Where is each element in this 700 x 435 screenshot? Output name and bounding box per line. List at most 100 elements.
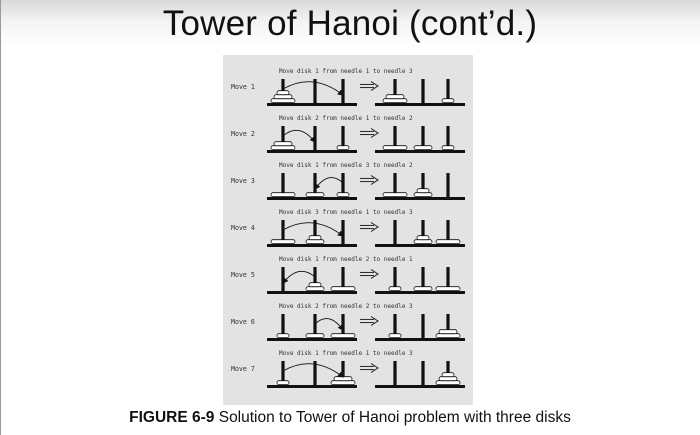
move-row: Move 4 Move disk 3 from needle 1 to needl…	[231, 209, 465, 247]
before-disk-2	[305, 239, 325, 245]
after-disk-2	[413, 286, 433, 292]
after-needle-3	[446, 173, 450, 197]
before-disk-2	[305, 192, 325, 198]
after-needle-2	[421, 79, 425, 103]
before-needle-3	[341, 126, 345, 150]
before-disk-3	[330, 286, 356, 292]
before-disk-1	[336, 192, 350, 198]
after-needle-1	[393, 314, 397, 338]
after-base	[375, 338, 465, 341]
after-disk-2	[413, 145, 433, 151]
move-caption: Move disk 2 from needle 1 to needle 2	[279, 115, 413, 122]
move-caption: Move disk 3 from needle 1 to needle 3	[279, 209, 413, 216]
before-disk-2	[273, 94, 293, 100]
transition-arrow-head	[370, 128, 379, 138]
figure-background	[223, 55, 473, 405]
figure-caption-text: Solution to Tower of Hanoi problem with …	[214, 409, 571, 426]
before-needle-2	[313, 361, 317, 385]
before-needle-1	[281, 220, 285, 244]
moves-group: Move 1 Move disk 1 from needle 1 to needl…	[231, 68, 465, 388]
move-label: Move 5	[231, 271, 255, 279]
after-base	[375, 385, 465, 388]
before-disk-3	[270, 192, 296, 198]
after-needle-1	[393, 361, 397, 385]
before-disk-2	[273, 141, 293, 147]
transition-arrow-head	[370, 81, 379, 91]
before-disk-1	[276, 90, 290, 96]
after-needle-1	[393, 79, 397, 103]
after-disk-3	[382, 98, 408, 104]
move-label: Move 1	[231, 83, 255, 91]
after-base	[375, 291, 465, 294]
before-needle-1	[281, 173, 285, 197]
before-disk-3	[270, 239, 296, 245]
after-disk-3	[435, 239, 461, 245]
before-base	[267, 150, 357, 153]
after-disk-1	[388, 333, 402, 339]
before-disk-2	[305, 333, 325, 339]
before-disk-1	[276, 333, 290, 339]
after-needle-2	[421, 126, 425, 150]
after-disk-3	[382, 145, 408, 151]
after-disk-3	[435, 286, 461, 292]
transition-arrow-head	[370, 316, 379, 326]
move-caption: Move disk 1 from needle 1 to needle 3	[279, 68, 413, 75]
after-base	[375, 244, 465, 247]
after-needle-1	[393, 220, 397, 244]
after-needle-3	[446, 126, 450, 150]
before-disk-1	[336, 145, 350, 151]
before-needle-2	[313, 267, 317, 291]
after-disk-1	[388, 286, 402, 292]
before-base	[267, 291, 357, 294]
before-base	[267, 244, 357, 247]
before-disk-2	[333, 376, 353, 382]
before-disk-1	[276, 380, 290, 386]
after-disk-1	[441, 145, 455, 151]
figure-caption: FIGURE 6-9 Solution to Tower of Hanoi pr…	[0, 409, 700, 427]
before-needle-1	[281, 267, 285, 291]
after-needle-1	[393, 267, 397, 291]
move-row: Move 1 Move disk 1 from needle 1 to needl…	[231, 68, 465, 106]
move-path-arrow	[282, 270, 316, 284]
after-needle-2	[421, 361, 425, 385]
move-path-arrow	[282, 363, 344, 378]
move-label: Move 3	[231, 177, 255, 185]
slide-title: Tower of Hanoi (cont’d.)	[162, 4, 538, 43]
tower-of-hanoi-figure: Move 1 Move disk 1 from needle 1 to needl…	[223, 55, 473, 405]
after-needle-2	[421, 267, 425, 291]
move-label: Move 2	[231, 130, 255, 138]
before-needle-3	[341, 173, 345, 197]
before-needle-1	[281, 314, 285, 338]
after-needle-2	[421, 220, 425, 244]
move-label: Move 4	[231, 224, 255, 232]
before-base	[267, 338, 357, 341]
after-needle-3	[446, 79, 450, 103]
before-disk-3	[330, 333, 356, 339]
move-path-arrow	[282, 222, 344, 237]
after-needle-3	[446, 267, 450, 291]
move-caption: Move disk 1 from needle 2 to needle 1	[279, 256, 413, 263]
after-disk-2	[413, 239, 433, 245]
after-disk-2	[438, 329, 458, 335]
before-needle-2	[313, 79, 317, 103]
before-needle-3	[341, 220, 345, 244]
transition-arrow-head	[370, 222, 379, 232]
before-needle-1	[281, 126, 285, 150]
move-caption: Move disk 2 from needle 2 to needle 3	[279, 303, 413, 310]
before-disk-1	[308, 235, 322, 241]
after-needle-3	[446, 220, 450, 244]
move-row: Move 2 Move disk 2 from needle 1 to needl…	[231, 115, 465, 153]
after-disk-3	[382, 192, 408, 198]
move-caption: Move disk 1 from needle 1 to needle 3	[279, 350, 413, 357]
move-path-arrow	[282, 129, 316, 143]
before-disk-3	[270, 145, 296, 151]
after-disk-1	[441, 98, 455, 104]
after-disk-3	[435, 380, 461, 386]
before-base	[267, 103, 357, 106]
after-needle-1	[393, 173, 397, 197]
after-disk-1	[441, 372, 455, 378]
before-needle-2	[313, 126, 317, 150]
after-disk-2	[385, 94, 405, 100]
